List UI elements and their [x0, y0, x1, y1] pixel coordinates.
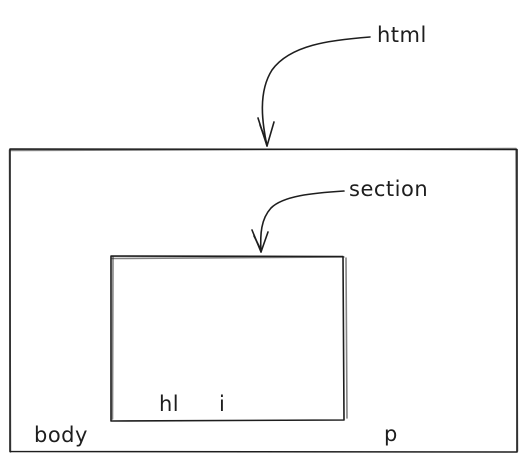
section-box: [110, 255, 348, 422]
h1-label: hl: [159, 392, 180, 416]
section-label: section: [349, 177, 429, 201]
body-box: [8, 147, 519, 453]
html-arrow: [257, 36, 371, 147]
i-label: i: [219, 392, 226, 416]
html-label: html: [377, 23, 427, 47]
p-label: p: [384, 422, 398, 446]
section-arrow: [251, 190, 345, 253]
body-label: body: [34, 423, 88, 447]
